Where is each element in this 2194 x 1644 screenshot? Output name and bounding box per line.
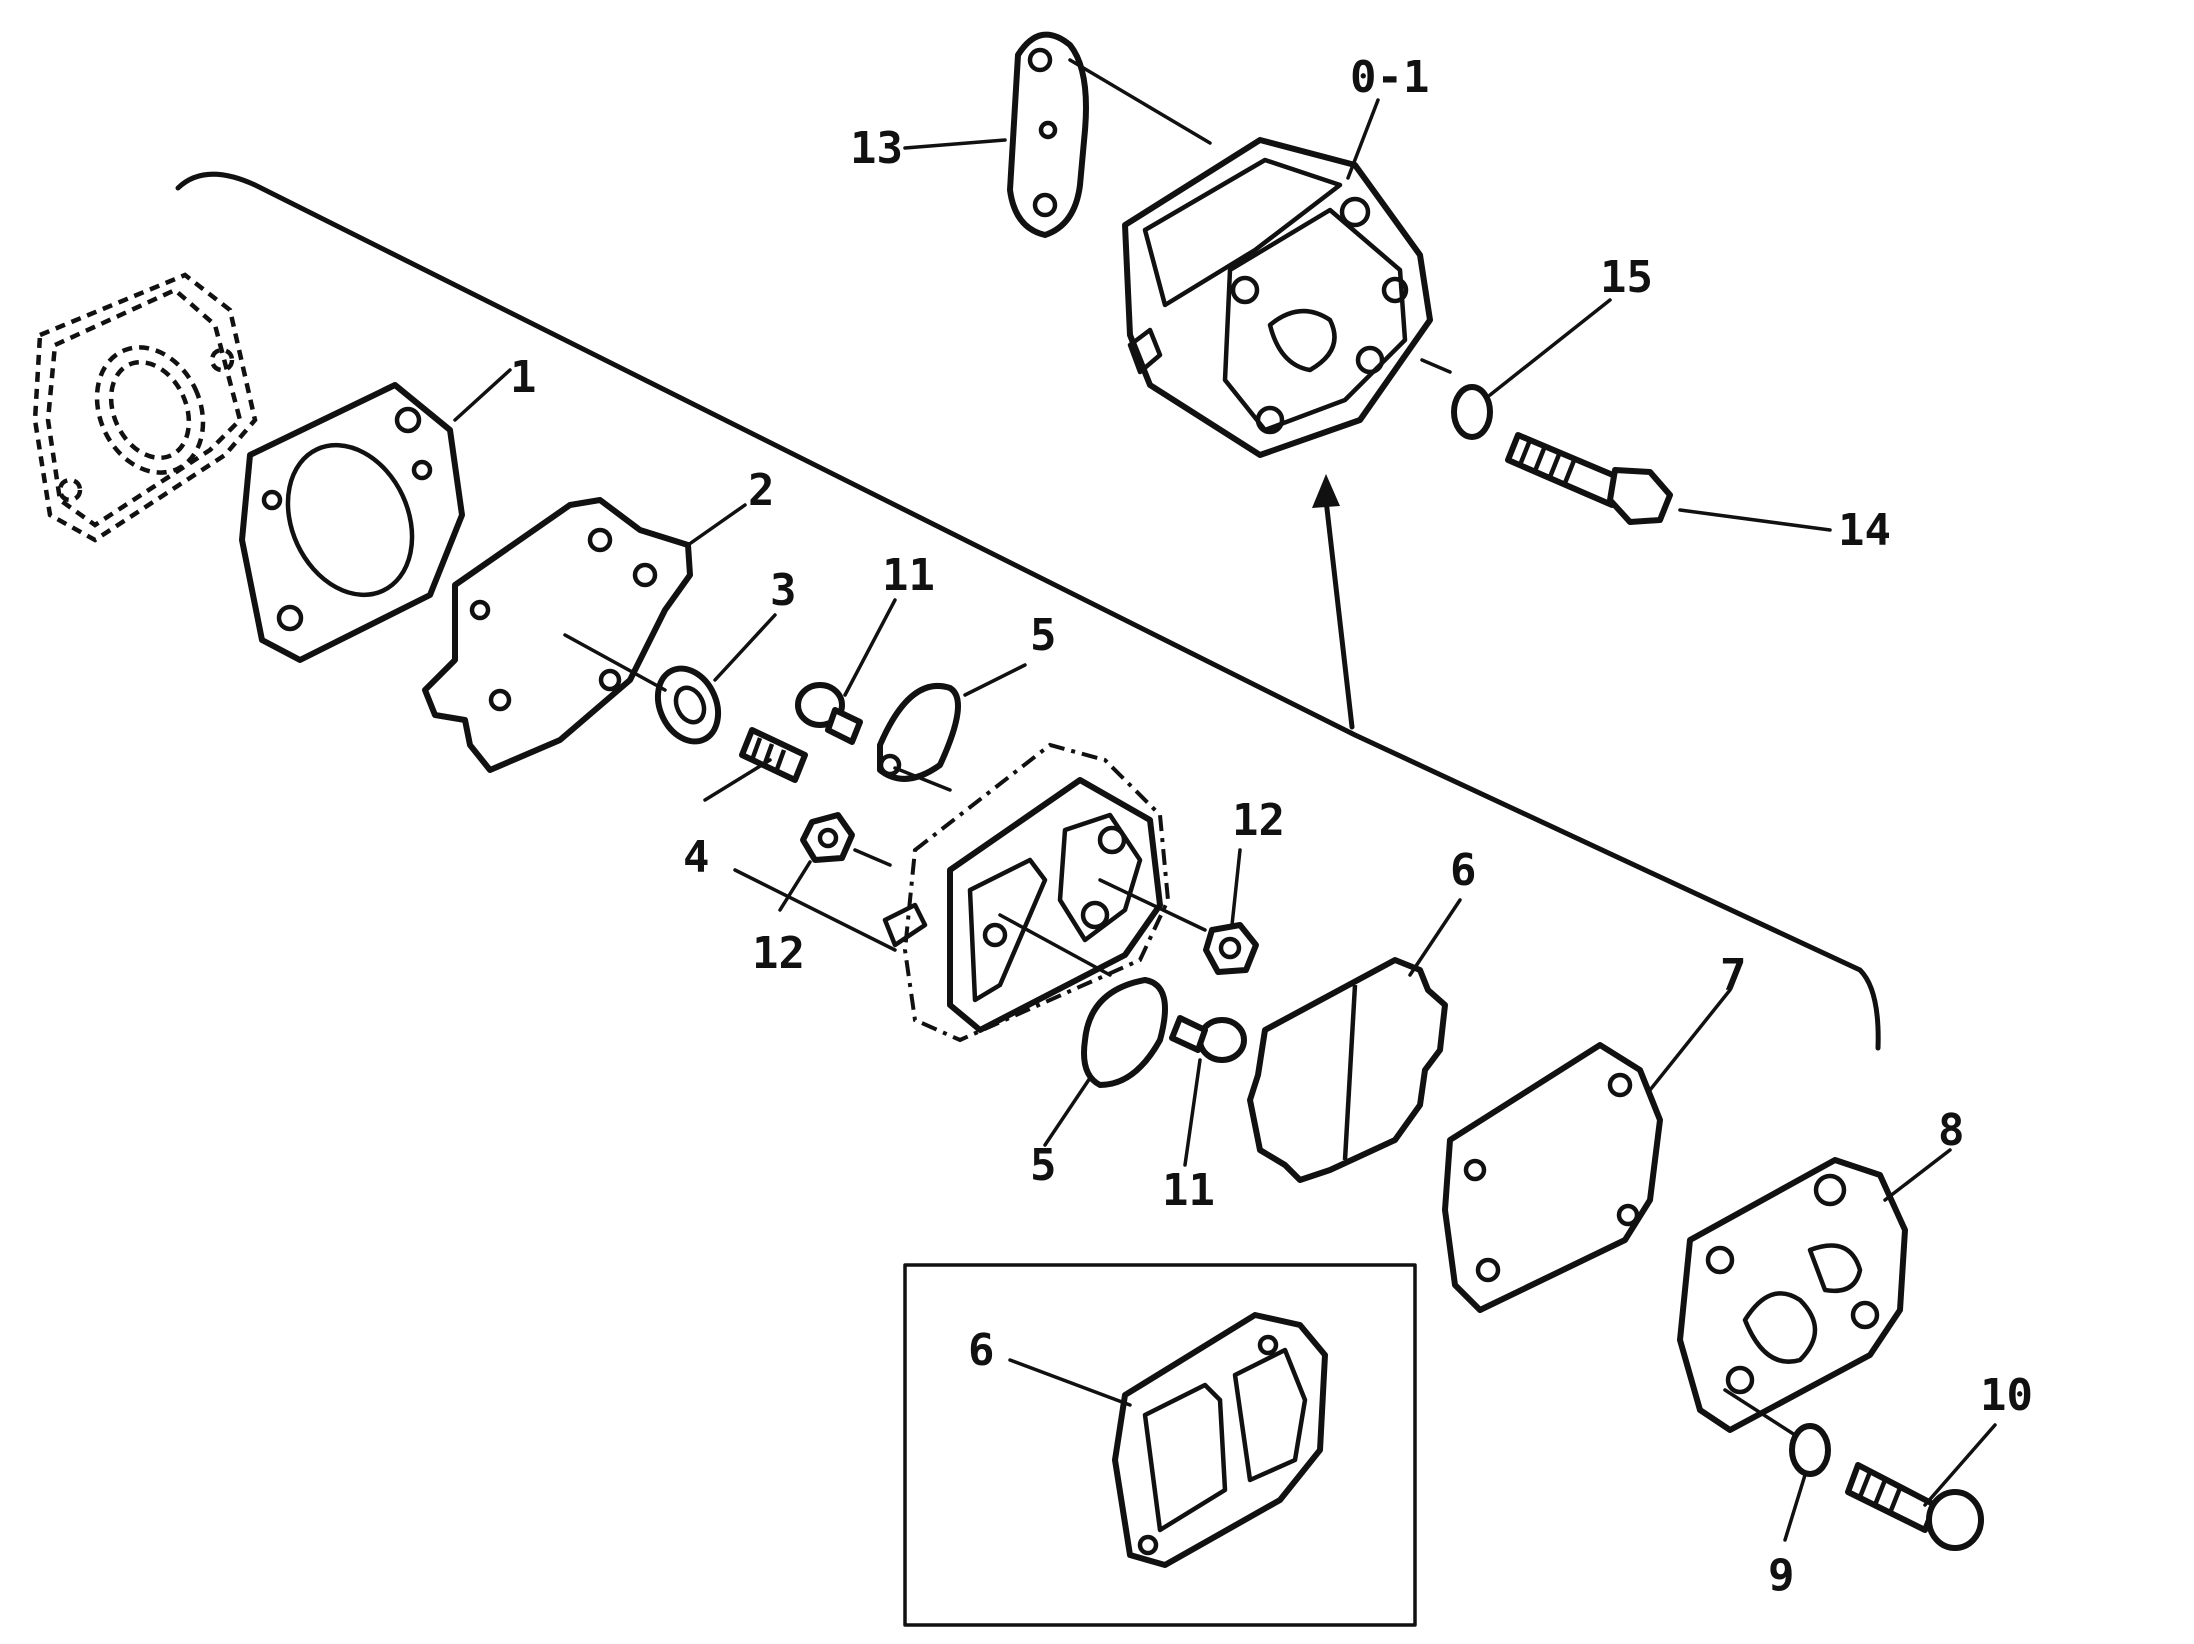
part-15-washer — [1451, 384, 1493, 440]
callout-2: 2 — [748, 465, 775, 516]
part-3-check-valve-retainer — [654, 665, 722, 745]
part-12-nut-left — [800, 812, 855, 863]
callout-12-right: 12 — [1232, 795, 1285, 846]
part-6-alt-gasket — [1112, 1312, 1328, 1568]
callout-6-inset: 6 — [968, 1325, 995, 1376]
callout-14: 14 — [1838, 505, 1891, 556]
callout-13: 13 — [850, 123, 903, 174]
part-4-pin — [739, 727, 808, 783]
part-7-diaphragm — [1442, 1042, 1663, 1313]
callout-11-lower: 11 — [1162, 1165, 1215, 1216]
callout-5-lower: 5 — [1030, 1140, 1057, 1191]
pump-body-center — [882, 742, 1171, 1043]
leader-lines — [453, 58, 1997, 1542]
inset-box — [903, 1263, 1417, 1627]
callout-4: 4 — [683, 832, 710, 883]
mounting-flange-phantom — [32, 272, 258, 543]
callout-6-main: 6 — [1450, 845, 1477, 896]
callout-15: 15 — [1600, 252, 1653, 303]
callout-11-upper: 11 — [882, 550, 935, 601]
callout-labels: 0-1 13 15 14 1 2 3 4 11 5 12 12 5 11 6 7… — [510, 52, 2033, 1601]
callout-8: 8 — [1938, 1105, 1965, 1156]
callout-12-left: 12 — [752, 928, 805, 979]
part-0-1-fuel-pump-assembly — [1122, 137, 1433, 458]
part-1-gasket — [239, 382, 465, 663]
part-5-valve-lower — [1081, 977, 1168, 1088]
part-6-gasket — [1247, 957, 1448, 1183]
part-5-valve-upper — [877, 683, 961, 782]
callout-0-1: 0-1 — [1350, 52, 1429, 103]
assembly-arrow — [1312, 474, 1355, 730]
part-2-diaphragm — [422, 497, 693, 773]
part-11-screw-upper — [795, 682, 863, 745]
callout-10: 10 — [1980, 1370, 2033, 1421]
callout-3: 3 — [770, 565, 797, 616]
callout-1: 1 — [510, 352, 537, 403]
part-10-screw — [1845, 1462, 1984, 1551]
callout-5-upper: 5 — [1030, 610, 1057, 661]
part-12-nut-right — [1203, 922, 1259, 975]
part-9-washer — [1789, 1423, 1831, 1477]
part-13-plate — [1007, 31, 1089, 238]
callout-9: 9 — [1768, 1550, 1795, 1601]
part-8-cover — [1677, 1157, 1908, 1433]
callout-7: 7 — [1720, 950, 1747, 1001]
part-11-screw-lower — [1169, 1015, 1247, 1063]
assembly-bracket-line — [175, 171, 1881, 1051]
part-14-bolt — [1505, 432, 1673, 525]
